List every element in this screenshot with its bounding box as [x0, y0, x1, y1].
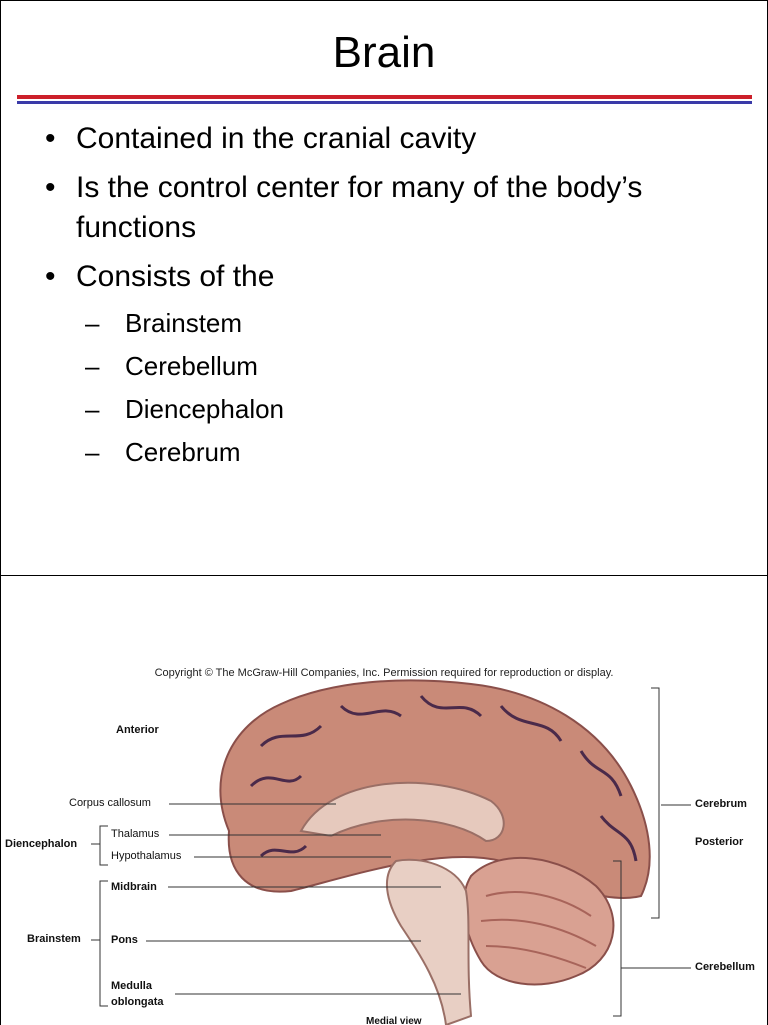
bullet-glyph: •	[45, 260, 56, 293]
sub-bullet-item: – Cerebrum	[85, 435, 745, 469]
sub-bullet-text: Diencephalon	[125, 394, 285, 424]
sub-bullet-item: – Cerebellum	[85, 349, 745, 383]
label-thalamus: Thalamus	[111, 828, 160, 840]
sub-bullet-text: Brainstem	[125, 308, 243, 338]
label-medulla-line2: oblongata	[111, 996, 164, 1008]
sulci-lines	[249, 695, 638, 862]
label-pons: Pons	[111, 934, 138, 946]
label-corpus-callosum: Corpus callosum	[69, 797, 151, 809]
cerebellum-folia	[480, 891, 597, 969]
label-brainstem: Brainstem	[27, 933, 81, 945]
bullet-glyph: •	[45, 122, 56, 155]
copyright-notice: Copyright © The McGraw-Hill Companies, I…	[154, 667, 614, 679]
label-midbrain: Midbrain	[111, 881, 157, 893]
sub-bullet-item: – Brainstem	[85, 306, 745, 340]
sub-bullet-text: Cerebellum	[125, 351, 258, 381]
cerebellum-shape	[462, 856, 615, 986]
title-rule-red	[17, 95, 752, 99]
leader-lines	[91, 687, 691, 1017]
slide-brain-figure: Copyright © The McGraw-Hill Companies, I…	[0, 575, 768, 1025]
bullet-text: Is the control center for many of the bo…	[76, 171, 643, 244]
label-cerebellum: Cerebellum	[695, 961, 755, 973]
dash-glyph: –	[85, 437, 100, 467]
label-posterior: Posterior	[695, 836, 744, 848]
label-medulla-line1: Medulla	[111, 980, 152, 992]
sub-bullet-item: – Diencephalon	[85, 392, 745, 426]
brainstem-shape	[385, 858, 473, 1025]
label-cerebrum: Cerebrum	[695, 798, 747, 810]
label-diencephalon: Diencephalon	[5, 838, 78, 850]
bullet-glyph: •	[45, 171, 56, 204]
bullet-list: • Contained in the cranial cavity • Is t…	[45, 119, 745, 478]
label-hypothalamus: Hypothalamus	[111, 850, 182, 862]
slide-brain-overview: Brain • Contained in the cranial cavity …	[0, 0, 768, 576]
corpus-callosum-shape	[299, 781, 505, 843]
dash-glyph: –	[85, 308, 100, 338]
sub-bullet-text: Cerebrum	[125, 437, 241, 467]
bullet-text: Contained in the cranial cavity	[76, 122, 477, 155]
bullet-item: • Consists of the	[45, 257, 745, 297]
slide-title: Brain	[332, 28, 436, 77]
bullet-item: • Contained in the cranial cavity	[45, 119, 745, 159]
brain-illustration	[91, 679, 691, 1025]
bullet-item: • Is the control center for many of the …	[45, 168, 745, 248]
label-medial-view: Medial view	[366, 1016, 422, 1025]
dash-glyph: –	[85, 351, 100, 381]
dash-glyph: –	[85, 394, 100, 424]
label-anterior: Anterior	[116, 724, 159, 736]
title-rule-blue	[17, 101, 752, 104]
bullet-text: Consists of the	[76, 260, 275, 293]
